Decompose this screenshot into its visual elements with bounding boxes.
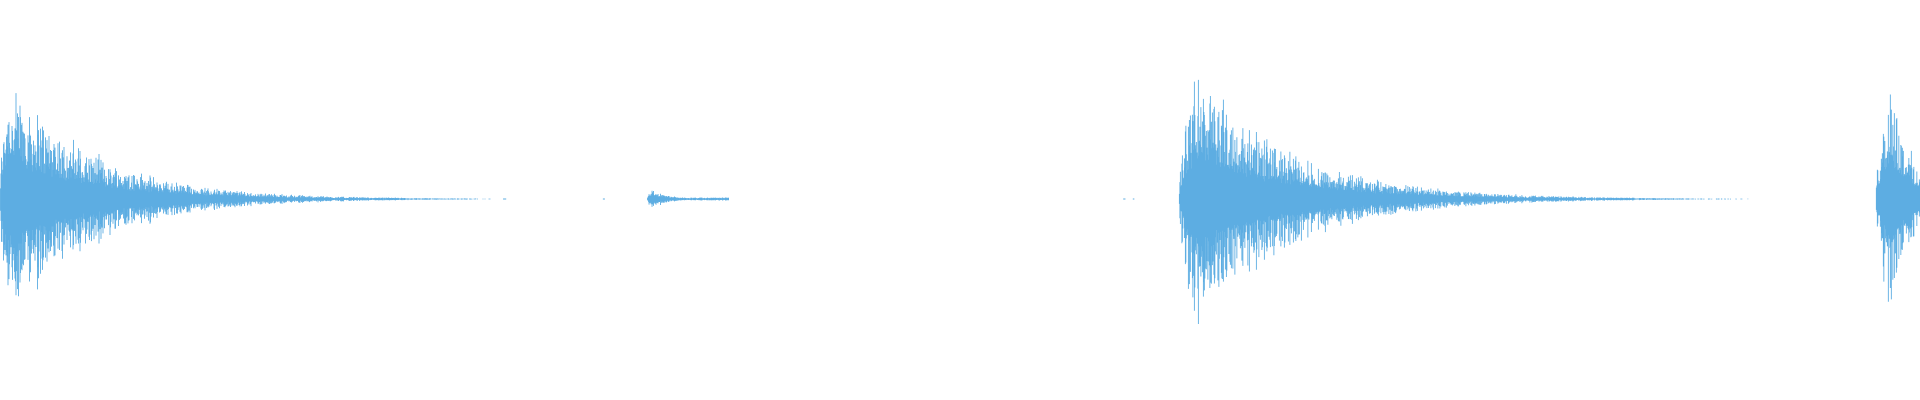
waveform-burst-2 — [647, 190, 729, 207]
waveform-burst-4-trace — [1875, 94, 1920, 302]
waveform-burst-3-trace — [1178, 79, 1749, 325]
waveform-burst-3 — [1178, 79, 1749, 325]
waveform-burst-1 — [0, 93, 491, 297]
waveform-burst-1-trace — [0, 93, 491, 297]
waveform-burst-4 — [1875, 94, 1920, 302]
waveform-burst-2-trace — [647, 190, 729, 207]
